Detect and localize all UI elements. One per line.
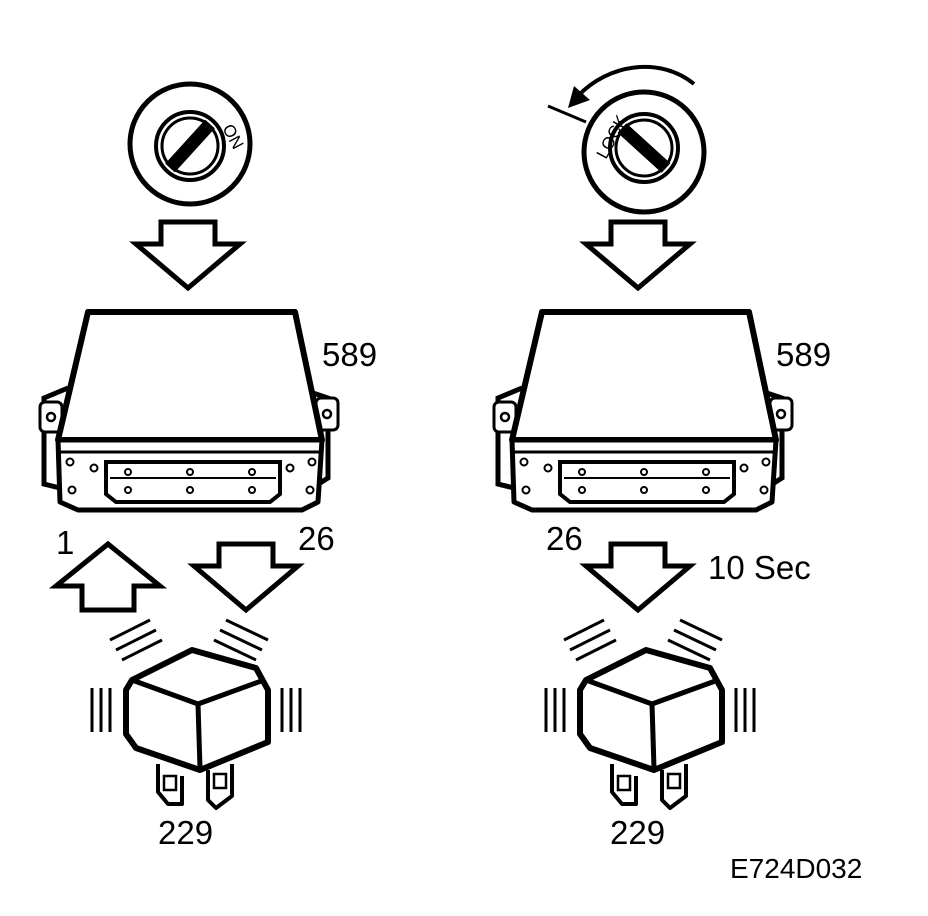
arrow-relay-to-pin-1 [48,540,168,613]
right-panel: LOCK [494,64,792,808]
figure-code: E724D032 [730,853,863,884]
arrow-switch-to-module [136,222,240,288]
relay-number-left: 229 [158,814,214,851]
pin-1-label: 1 [56,524,75,561]
arrow-pin-26-to-relay [194,544,298,610]
relay-229 [92,620,300,808]
relay-229-right [546,620,754,808]
delay-label: 10 Sec [708,549,811,586]
control-module-589-right [494,312,792,510]
left-panel: ON [40,81,338,808]
module-number-right: 589 [776,336,832,373]
rotation-arrow-icon [547,64,696,124]
ignition-switch-on [127,81,253,207]
arrow-pin-26-to-relay-right [586,544,690,610]
pin-26-label-right: 26 [546,520,583,557]
module-number-left: 589 [322,336,378,373]
ignition-switch-lock [581,89,707,215]
pin-26-label-left: 26 [298,520,335,557]
arrow-switch-to-module-right [586,222,690,288]
relay-number-right: 229 [610,814,666,851]
control-module-589 [40,312,338,510]
